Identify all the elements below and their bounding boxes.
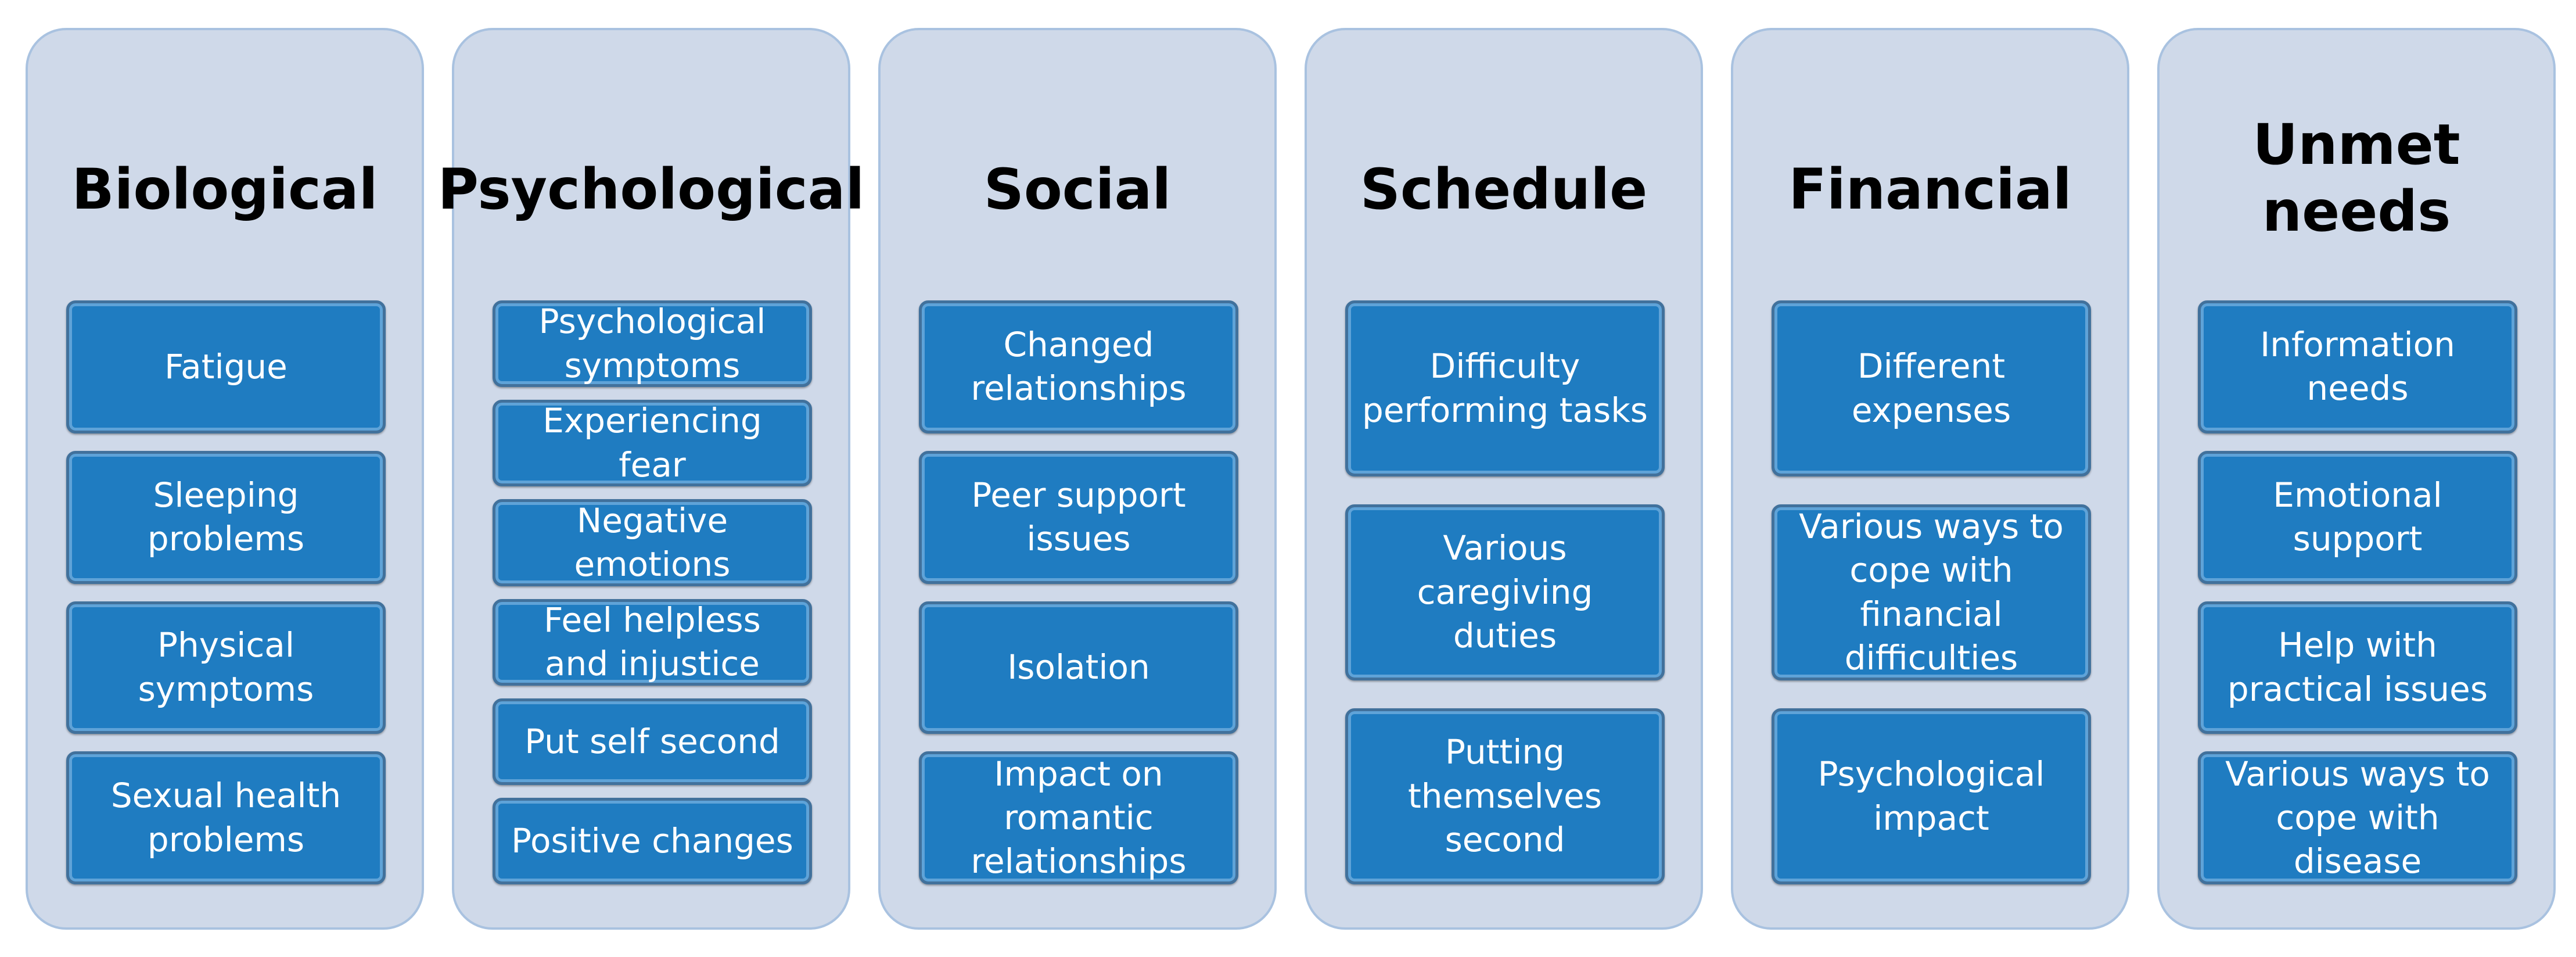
item-box: Sleeping problems <box>66 450 386 584</box>
item-list: Fatigue Sleeping problems Physical sympt… <box>66 300 386 884</box>
item-list: Different expenses Various ways to cope … <box>1772 300 2091 884</box>
item-box: Difficulty performing tasks <box>1345 300 1665 476</box>
item-box: Information needs <box>2198 300 2517 433</box>
column-financial: Financial Different expenses Various way… <box>1731 28 2129 930</box>
column-title: Unmet needs <box>2252 112 2460 244</box>
item-list: Changed relationships Peer support issue… <box>919 300 1238 884</box>
item-box: Psychological impact <box>1772 708 2091 884</box>
item-box: Peer support issues <box>919 450 1238 584</box>
item-list: Difficulty performing tasks Various care… <box>1345 300 1665 884</box>
item-list: Psychological symptoms Experiencing fear… <box>493 300 812 885</box>
column-psychological: Psychological Psychological symptoms Exp… <box>437 28 865 930</box>
item-box: Put self second <box>493 698 812 785</box>
column-schedule: Schedule Difficulty performing tasks Var… <box>1305 28 1703 930</box>
item-box: Psychological symptoms <box>493 300 812 388</box>
item-box: Sexual health problems <box>66 751 386 884</box>
column-unmet-needs: Unmet needs Information needs Emotional … <box>2157 28 2556 930</box>
column-title: Schedule <box>1360 157 1648 223</box>
item-box: Various ways to cope with financial diff… <box>1772 504 2091 680</box>
item-list: Information needs Emotional support Help… <box>2198 300 2517 884</box>
item-box: Physical symptoms <box>66 601 386 734</box>
item-box: Putting themselves second <box>1345 708 1665 884</box>
item-box: Isolation <box>919 601 1238 734</box>
item-box: Help with practical issues <box>2198 601 2517 734</box>
item-box: Fatigue <box>66 300 386 433</box>
column-title: Financial <box>1788 157 2072 223</box>
item-box: Negative emotions <box>493 499 812 586</box>
item-box: Emotional support <box>2198 450 2517 584</box>
item-box: Impact on romantic relationships <box>919 751 1238 884</box>
item-box: Experiencing fear <box>493 400 812 487</box>
item-box: Different expenses <box>1772 300 2091 476</box>
item-box: Various caregiving duties <box>1345 504 1665 680</box>
column-social: Social Changed relationships Peer suppor… <box>878 28 1277 930</box>
item-box: Feel helpless and injustice <box>493 598 812 686</box>
column-title: Social <box>983 157 1172 223</box>
column-biological: Biological Fatigue Sleeping problems Phy… <box>26 28 424 930</box>
item-box: Changed relationships <box>919 300 1238 433</box>
item-box: Various ways to cope with disease <box>2198 751 2517 884</box>
column-title: Biological <box>71 157 378 223</box>
column-title: Psychological <box>437 157 865 223</box>
item-box: Positive changes <box>493 797 812 885</box>
